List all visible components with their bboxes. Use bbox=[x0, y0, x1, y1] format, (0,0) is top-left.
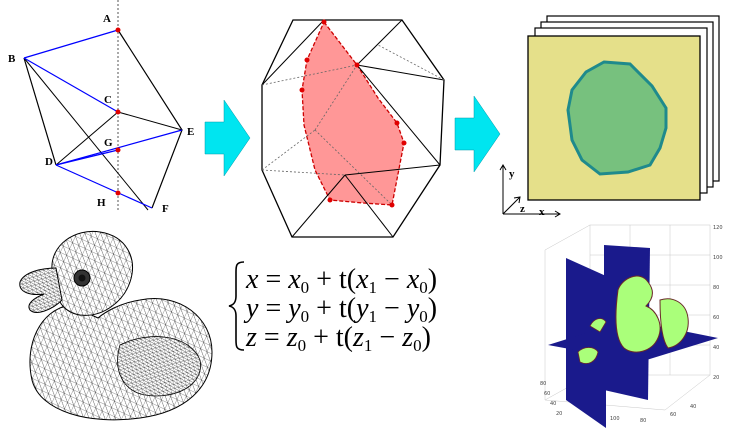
tick-label: 20 bbox=[556, 411, 562, 417]
tick-label: 60 bbox=[544, 391, 550, 397]
red-point bbox=[389, 202, 395, 208]
axis-y-arrowhead bbox=[499, 164, 507, 171]
slice-stack-panel: y z x bbox=[499, 15, 720, 218]
tick-label: 80 bbox=[540, 381, 546, 387]
red-point bbox=[304, 57, 310, 63]
tick-label: 20 bbox=[713, 375, 719, 381]
red-point bbox=[354, 62, 360, 68]
polyhedron-edge bbox=[344, 164, 441, 176]
polyhedron-edge bbox=[261, 19, 325, 86]
brace-icon bbox=[228, 261, 245, 351]
label-d: D bbox=[45, 156, 53, 168]
label-g: G bbox=[104, 137, 113, 149]
green-region bbox=[589, 318, 607, 333]
rubber-duck-mesh-icon bbox=[19, 230, 213, 421]
hidden-edge bbox=[314, 129, 393, 206]
black-edge bbox=[23, 57, 149, 211]
tick-label: 60 bbox=[713, 315, 719, 321]
axis-ticks: 120 100 80 60 40 20 80 60 40 20 100 80 6… bbox=[540, 225, 723, 424]
hidden-edge bbox=[261, 129, 316, 171]
blue-line bbox=[23, 29, 119, 59]
duck-eye-inner bbox=[78, 274, 86, 282]
label-f: F bbox=[162, 203, 169, 215]
grid-edge bbox=[544, 224, 591, 251]
arrow-right-icon bbox=[204, 99, 251, 177]
tick-label: 80 bbox=[640, 418, 646, 424]
label-e: E bbox=[187, 126, 194, 138]
equation-x: x = x0 + t(x1 − x0) bbox=[245, 264, 437, 297]
label-a: A bbox=[103, 13, 111, 25]
axis-x-arrowhead bbox=[554, 210, 561, 218]
polyhedron-edge bbox=[356, 64, 445, 81]
tick-label: 120 bbox=[713, 225, 723, 231]
duck-beak bbox=[19, 267, 63, 313]
red-point bbox=[321, 19, 327, 25]
red-point bbox=[115, 27, 121, 33]
tick-label: 60 bbox=[670, 412, 676, 418]
green-region bbox=[577, 347, 599, 364]
volume-plot-panel: 120 100 80 60 40 20 80 60 40 20 100 80 6… bbox=[540, 224, 723, 428]
green-region bbox=[659, 298, 689, 349]
red-point bbox=[327, 197, 333, 203]
duck-head bbox=[51, 230, 133, 316]
polyhedron-edge bbox=[291, 174, 346, 238]
polyhedron-edge bbox=[344, 174, 394, 238]
red-point bbox=[299, 87, 305, 93]
axis-z bbox=[502, 196, 521, 215]
tick-label: 40 bbox=[550, 401, 556, 407]
blue-line bbox=[55, 129, 183, 166]
red-point bbox=[115, 147, 121, 153]
arrow-right-icon bbox=[454, 95, 501, 173]
black-edge bbox=[117, 111, 183, 131]
hidden-edge bbox=[261, 169, 346, 176]
red-point bbox=[115, 109, 121, 115]
tick-label: 100 bbox=[610, 416, 620, 422]
axis-z-arrowhead bbox=[513, 196, 521, 204]
hidden-edge bbox=[261, 64, 358, 86]
red-cross-section bbox=[301, 20, 405, 206]
axis-x-label: x bbox=[539, 206, 545, 218]
geometry-panel: A B C G D E H F bbox=[8, 0, 194, 215]
black-edge bbox=[23, 57, 57, 166]
tick-label: 80 bbox=[713, 285, 719, 291]
label-c: C bbox=[104, 94, 112, 106]
hidden-edge bbox=[377, 44, 445, 81]
parametric-equations: x = x0 + t(x1 − x0) y = y0 + t(y1 − y0) … bbox=[228, 261, 437, 355]
equation-z: z = z0 + t(z1 − z0) bbox=[245, 322, 431, 355]
axis-y-label: y bbox=[509, 168, 515, 180]
green-region bbox=[615, 275, 661, 353]
blue-line bbox=[23, 57, 119, 113]
equation-y: y = y0 + t(y1 − y0) bbox=[243, 293, 437, 326]
label-h: H bbox=[97, 197, 106, 209]
tick-label: 40 bbox=[713, 345, 719, 351]
tick-label: 100 bbox=[713, 255, 723, 261]
polyhedron-edge bbox=[356, 64, 441, 166]
red-point bbox=[394, 120, 400, 126]
black-edge bbox=[55, 111, 119, 166]
black-edge bbox=[117, 29, 183, 209]
hidden-edge bbox=[314, 64, 358, 131]
polyhedron-panel bbox=[261, 19, 445, 238]
polyhedron-edge bbox=[356, 19, 403, 66]
blue-line bbox=[55, 149, 119, 166]
slice-region bbox=[566, 60, 668, 176]
label-b: B bbox=[8, 53, 16, 65]
axis-z-label: z bbox=[520, 203, 525, 215]
blue-line bbox=[55, 164, 153, 209]
grid-edge bbox=[664, 374, 711, 411]
duck-wing bbox=[117, 336, 201, 397]
red-point bbox=[401, 140, 407, 146]
red-point bbox=[115, 190, 121, 196]
tick-label: 40 bbox=[690, 404, 696, 410]
